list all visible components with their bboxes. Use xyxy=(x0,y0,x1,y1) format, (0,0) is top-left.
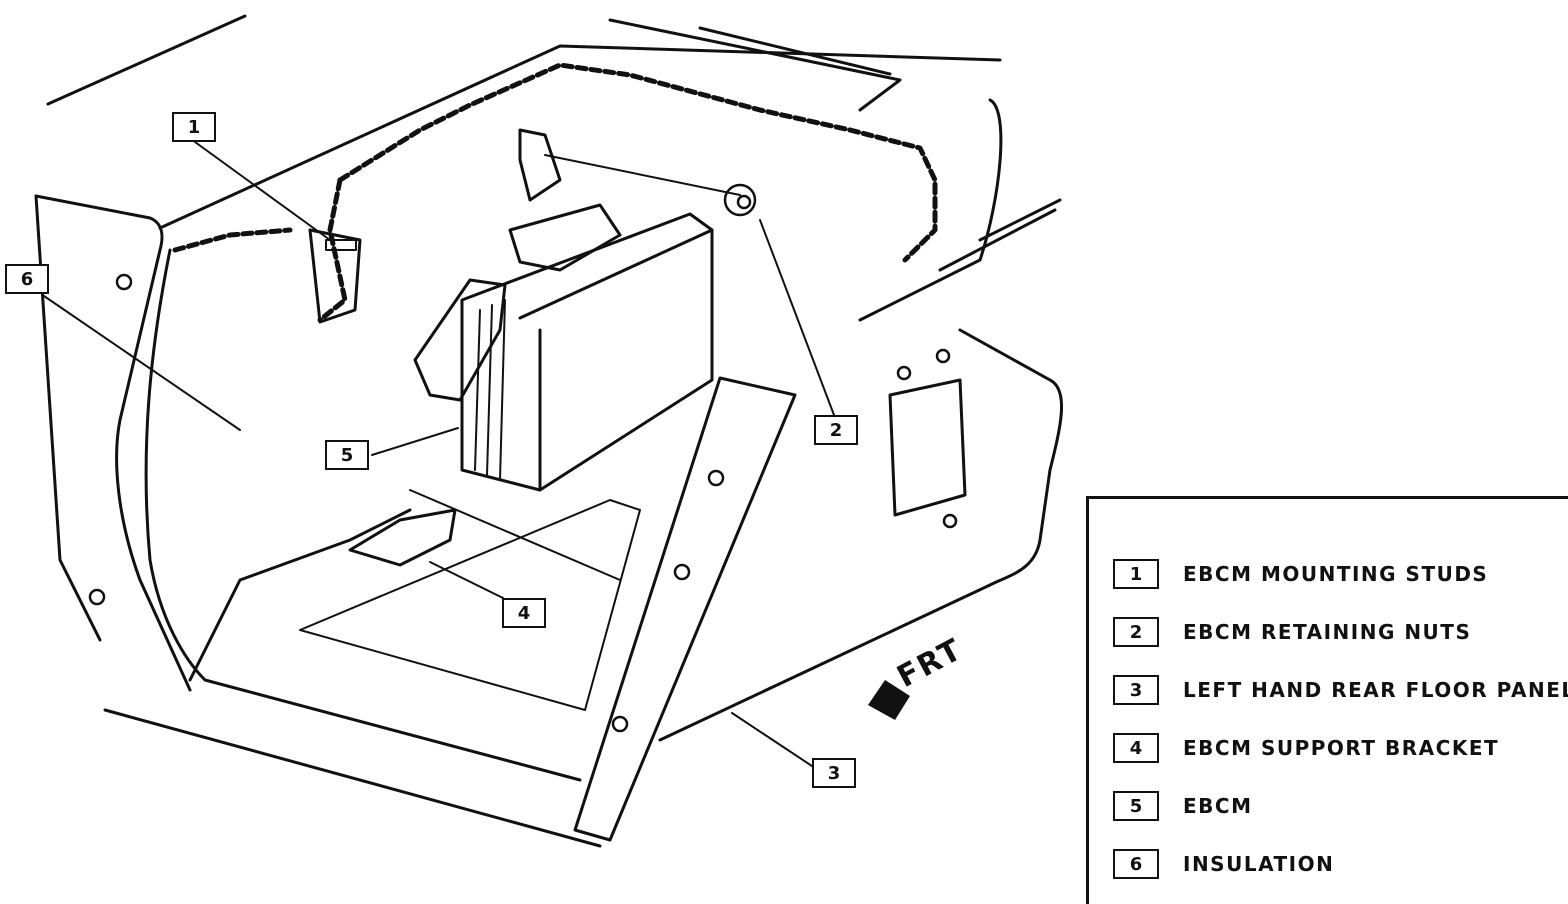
inner-panel-line-2 xyxy=(188,508,412,682)
legend-number: 5 xyxy=(1113,791,1159,821)
insulation-seam-top xyxy=(337,62,938,263)
legend-number: 4 xyxy=(1113,733,1159,763)
floor-panel-outline xyxy=(573,376,797,842)
body-bottom xyxy=(103,708,602,848)
insulation-seam-lower xyxy=(172,227,293,253)
legend-number: 6 xyxy=(1113,849,1159,879)
legend-text: EBCM RETAINING NUTS xyxy=(1183,620,1472,644)
body-rear-edge xyxy=(938,208,1057,272)
leader-1 xyxy=(194,141,331,241)
legend-item: 5 EBCM xyxy=(1113,790,1253,822)
nut-alignment-line xyxy=(544,154,741,196)
legend-number: 3 xyxy=(1113,675,1159,705)
leader-4 xyxy=(429,561,504,599)
legend-text: INSULATION xyxy=(1183,852,1335,876)
callout-5: 5 xyxy=(325,440,369,470)
side-hole-3 xyxy=(896,365,912,381)
legend-item: 1 EBCM MOUNTING STUDS xyxy=(1113,558,1488,590)
body-rear-edge-2 xyxy=(978,198,1062,242)
callout-2: 2 xyxy=(814,415,858,445)
legend-item: 6 INSULATION xyxy=(1113,848,1334,880)
frt-arrow-icon xyxy=(868,680,910,720)
upper-bracket xyxy=(518,128,562,202)
body-roof-edge xyxy=(608,18,902,112)
side-hole-4 xyxy=(935,348,951,364)
legend-text: EBCM MOUNTING STUDS xyxy=(1183,562,1489,586)
legend-number: 2 xyxy=(1113,617,1159,647)
legend-item: 3 LEFT HAND REAR FLOOR PANEL xyxy=(1113,674,1568,706)
retaining-nut-inner xyxy=(736,194,752,210)
ebcm-front-face xyxy=(518,228,714,320)
legend-text: EBCM SUPPORT BRACKET xyxy=(1183,736,1500,760)
body-right-panel xyxy=(658,328,1063,742)
mounting-stud-plate xyxy=(308,228,362,324)
legend-text: LEFT HAND REAR FLOOR PANEL xyxy=(1183,678,1568,702)
legend-number: 1 xyxy=(1113,559,1159,589)
ebcm-side-mount xyxy=(413,278,507,402)
side-hole-1 xyxy=(115,273,133,291)
insulation-seam-left xyxy=(317,177,348,323)
callout-1: 1 xyxy=(172,112,216,142)
callout-3: 3 xyxy=(812,758,856,788)
bracket-alignment-line xyxy=(409,489,621,581)
body-roof-edge-2 xyxy=(698,26,892,76)
side-hole-5 xyxy=(942,513,958,529)
body-top-line xyxy=(46,14,247,106)
leader-2 xyxy=(759,219,835,416)
mounting-stud xyxy=(325,239,357,251)
callout-4: 4 xyxy=(502,598,546,628)
body-right-upper xyxy=(858,98,1003,322)
leader-5 xyxy=(371,427,459,456)
floor-panel-inner-cut xyxy=(299,499,641,711)
legend-item: 4 EBCM SUPPORT BRACKET xyxy=(1113,732,1499,764)
floor-hole-1 xyxy=(707,469,725,487)
callout-6: 6 xyxy=(5,264,49,294)
ebcm-body xyxy=(460,212,714,492)
floor-hole-3 xyxy=(611,715,629,733)
leader-6 xyxy=(43,295,241,431)
side-access-opening xyxy=(888,378,967,517)
ebcm-ribs xyxy=(474,299,506,481)
body-left-panel xyxy=(34,194,192,692)
body-left-outer xyxy=(34,194,102,642)
inner-panel-line xyxy=(144,248,582,782)
leader-3 xyxy=(731,712,819,771)
support-bracket xyxy=(348,508,457,567)
floor-hole-2 xyxy=(673,563,691,581)
legend-text: EBCM xyxy=(1183,794,1253,818)
legend-box: 1 EBCM MOUNTING STUDS 2 EBCM RETAINING N… xyxy=(1086,496,1568,904)
ebcm-connector xyxy=(508,203,622,272)
body-top-line-2 xyxy=(158,44,1002,230)
side-hole-2 xyxy=(88,588,106,606)
legend-item: 2 EBCM RETAINING NUTS xyxy=(1113,616,1471,648)
